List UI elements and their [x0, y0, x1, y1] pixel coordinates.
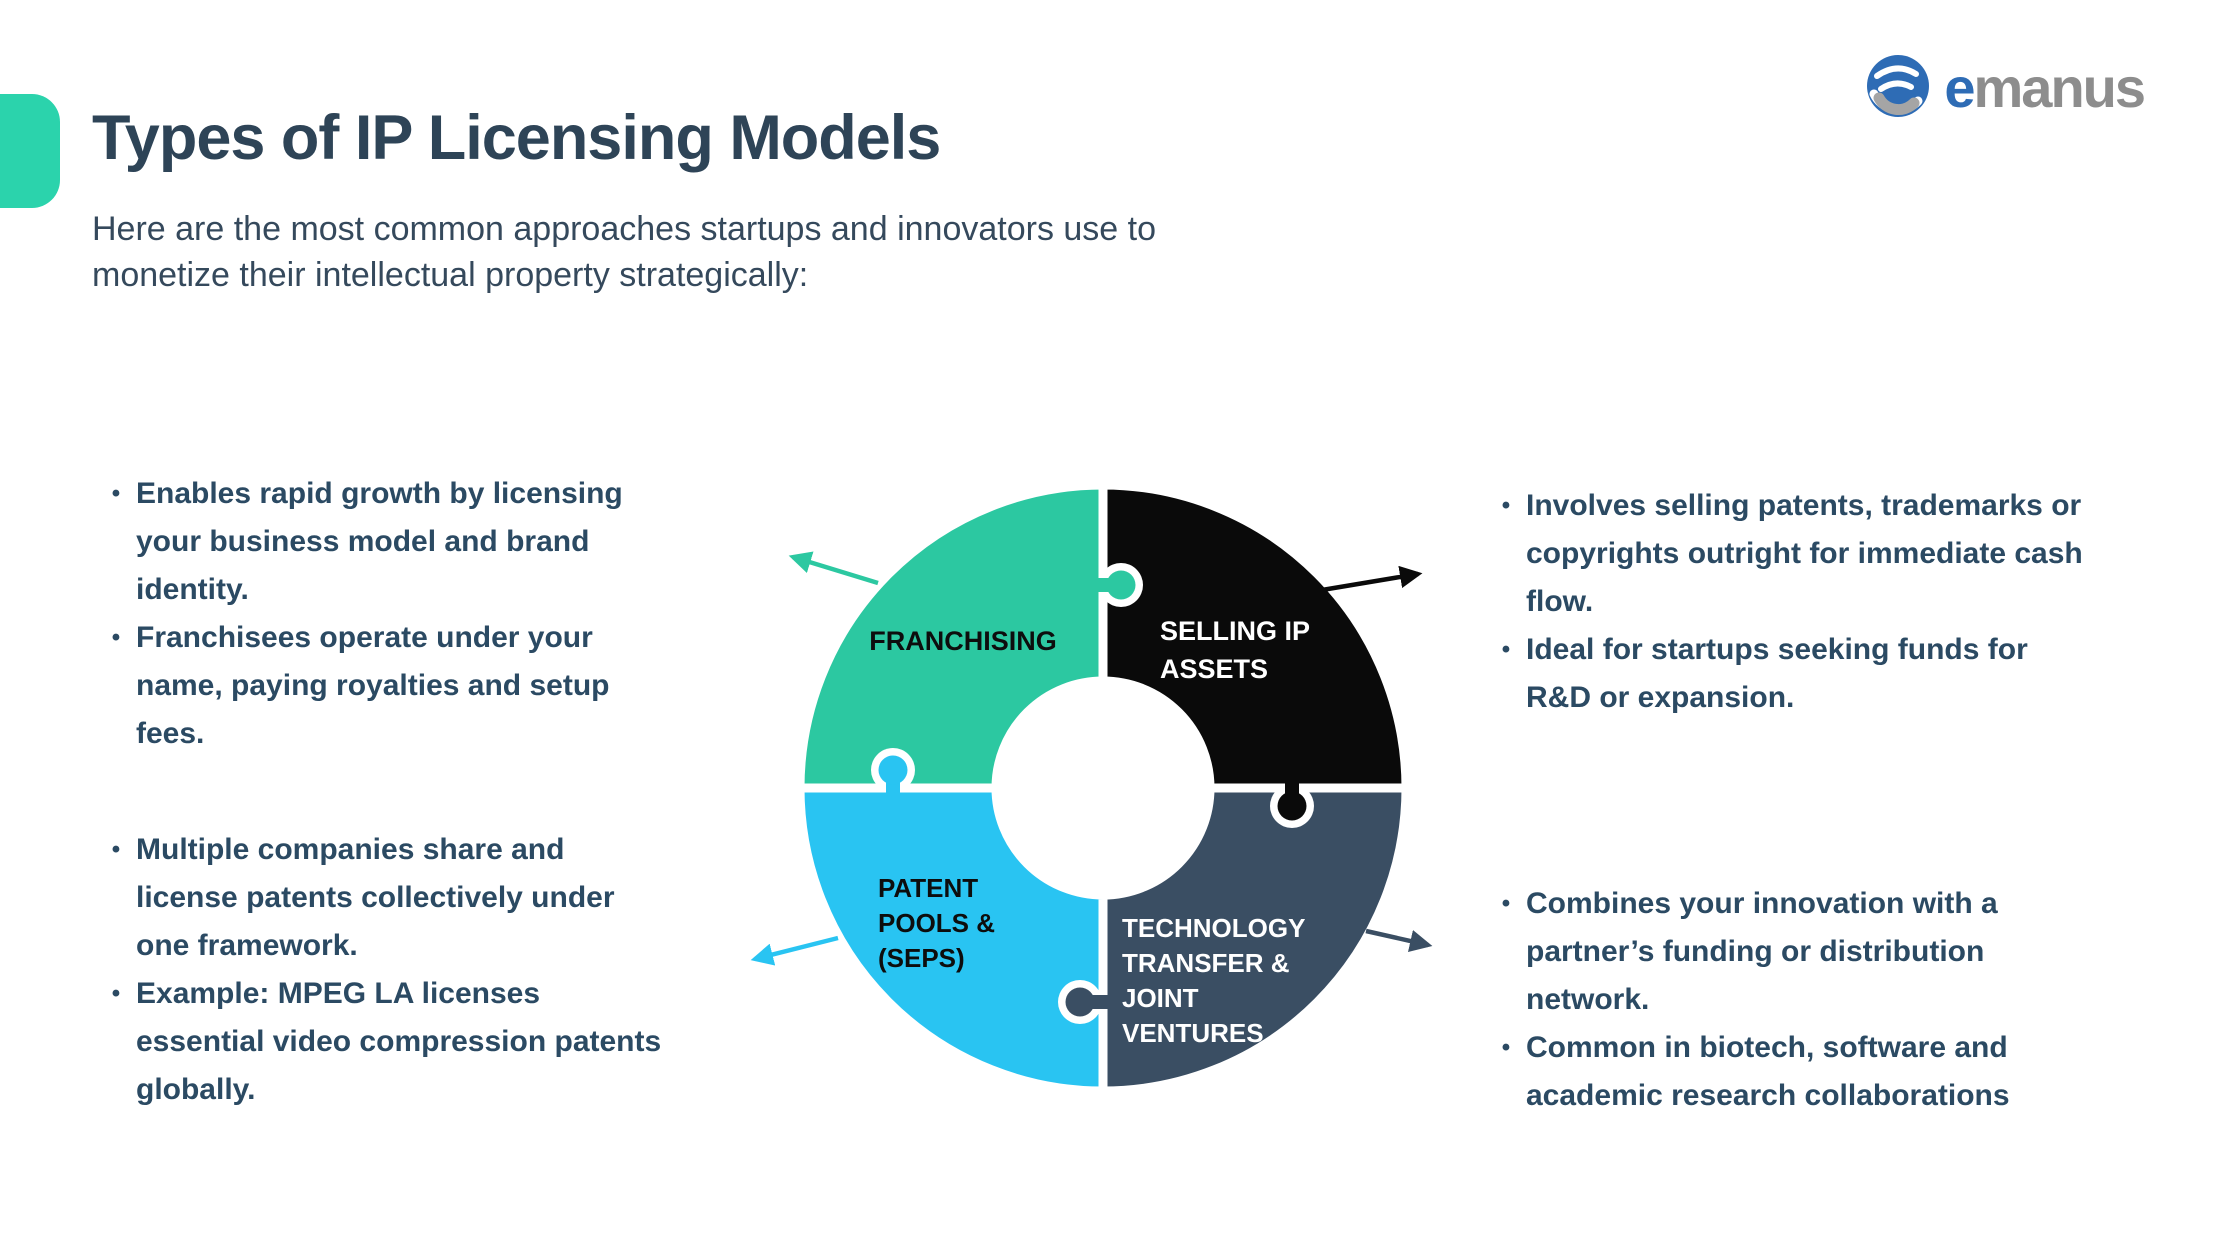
bullet-item: • Combines your innovation with a partne… [1486, 880, 2186, 1024]
bullet-text: Example: MPEG LA licenses essential vide… [136, 977, 662, 1106]
emanus-globe-icon [1867, 55, 1930, 117]
puzzle-tab-franchising [1083, 570, 1136, 600]
callout-patent-pools: • Multiple companies share and license p… [96, 826, 796, 1114]
bullet-dot: • [1501, 890, 1511, 917]
segment-label-selling-ip-line2: ASSETS [1160, 654, 1268, 684]
callout-selling-ip: • Involves selling patents, trademarks o… [1486, 482, 2206, 722]
bullet-text: Enables rapid growth by licensing your b… [136, 477, 623, 606]
segment-label-tech-transfer-line1: TECHNOLOGY [1122, 913, 1305, 943]
bullet-item: • Example: MPEG LA licenses essential vi… [96, 970, 796, 1114]
bullet-item: • Ideal for startups seeking funds for R… [1486, 626, 2206, 722]
bullet-text: Involves selling patents, trademarks or … [1526, 489, 2083, 618]
callout-franchising: • Enables rapid growth by licensing your… [96, 470, 776, 758]
page-title: Types of IP Licensing Models [92, 103, 941, 173]
segment-label-franchising: FRANCHISING [869, 626, 1057, 656]
bullet-dot: • [111, 480, 121, 507]
bullet-item: • Involves selling patents, trademarks o… [1486, 482, 2206, 626]
bullet-text: Multiple companies share and license pat… [136, 833, 615, 962]
bullet-item: • Common in biotech, software and academ… [1486, 1024, 2186, 1120]
arrow-selling-ip [1321, 565, 1423, 593]
segment-label-patent-pools-line2: POOLS & [878, 908, 995, 938]
arrow-franchising [788, 551, 879, 586]
puzzle-tab-patent-pools [878, 755, 908, 816]
bullet-dot: • [111, 624, 121, 651]
brand-name-manus: manus [1973, 56, 2146, 119]
bullet-item: • Franchisees operate under your name, p… [96, 614, 776, 758]
page-subtitle: Here are the most common approaches star… [92, 206, 1156, 298]
callout-tech-transfer: • Combines your innovation with a partne… [1486, 880, 2186, 1120]
segment-franchising [795, 480, 1108, 793]
segment-label-patent-pools-line1: PATENT [878, 873, 978, 903]
segment-label-tech-transfer-line2: TRANSFER & [1122, 948, 1290, 978]
bullet-dot: • [1501, 1034, 1511, 1061]
segment-label-tech-transfer-line4: VENTURES [1122, 1018, 1264, 1048]
arrow-patent-pools [750, 935, 839, 966]
puzzle-tab-selling-ip [1277, 761, 1307, 821]
brand-name: emanus [1944, 53, 2146, 123]
bullet-item: • Multiple companies share and license p… [96, 826, 796, 970]
bullet-dot: • [111, 980, 121, 1007]
bullet-text: Franchisees operate under your name, pay… [136, 621, 610, 750]
bullet-dot: • [1501, 636, 1511, 663]
bullet-text: Combines your innovation with a partner’… [1526, 887, 1998, 1016]
bullet-dot: • [111, 836, 121, 863]
segment-label-selling-ip-line1: SELLING IP [1160, 616, 1310, 646]
bullet-item: • Enables rapid growth by licensing your… [96, 470, 776, 614]
bullet-text: Common in biotech, software and academic… [1526, 1031, 2010, 1112]
segment-patent-pools [795, 783, 1108, 1096]
subtitle-line: Here are the most common approaches star… [92, 210, 1157, 248]
segment-selling-ip [1098, 480, 1411, 793]
accent-tab [0, 94, 60, 208]
brand-logo: emanus [1862, 52, 2146, 124]
brand-name-e: e [1944, 56, 1975, 119]
bullet-dot: • [1501, 492, 1511, 519]
segment-label-tech-transfer-line3: JOINT [1122, 983, 1199, 1013]
segment-tech-transfer [1098, 783, 1411, 1096]
subtitle-line: monetize their intellectual property str… [92, 256, 809, 294]
segment-label-patent-pools-line3: (SEPS) [878, 943, 965, 973]
bullet-text: Ideal for startups seeking funds for R&D… [1526, 633, 2028, 714]
arrow-tech-transfer [1365, 928, 1433, 953]
puzzle-tab-tech-transfer [1065, 987, 1126, 1017]
